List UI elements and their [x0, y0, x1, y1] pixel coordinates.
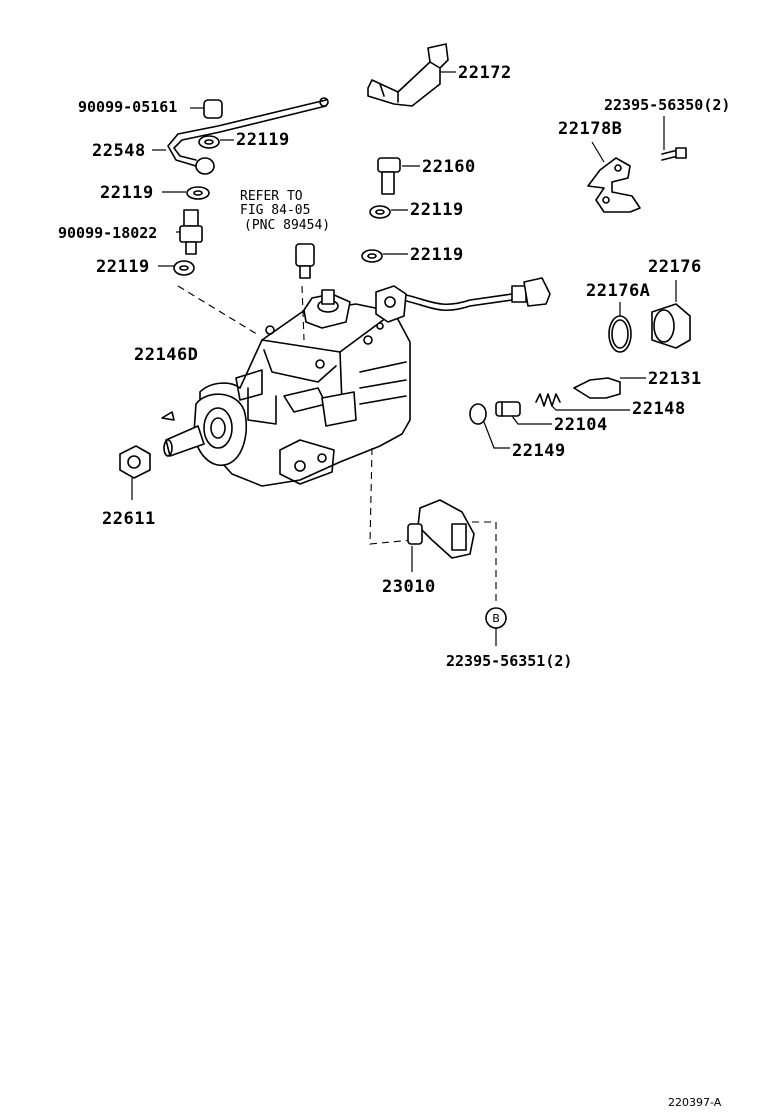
washer-22119-e: [158, 260, 195, 276]
label-22176a: 22176A: [586, 281, 650, 301]
cap-22149: [469, 403, 510, 449]
label-22172: 22172: [458, 63, 512, 83]
sensor-23010: [407, 499, 475, 572]
piston-22104: [495, 401, 552, 425]
label-22611: 22611: [102, 509, 156, 529]
label-90099-18022: 90099-18022: [58, 224, 157, 242]
bolt-22160: [377, 157, 420, 195]
spring-22148: [535, 393, 630, 411]
label-22146d: 22146D: [134, 345, 198, 365]
figure-code: 220397-A: [668, 1096, 722, 1109]
plunger-22131: [573, 377, 646, 399]
washer-22119-d: [361, 249, 408, 263]
label-90099-05161: 90099-05161: [78, 98, 177, 116]
washer-22119-c: [162, 186, 210, 200]
nut-22176: [651, 280, 691, 349]
oring-22176a: [608, 302, 632, 353]
refer-line-1: REFER TO: [240, 189, 303, 204]
refer-line-3: (PNC 89454): [244, 218, 330, 233]
label-22149: 22149: [512, 441, 566, 461]
injection-pump-body: [163, 285, 411, 487]
label-23010: 23010: [382, 577, 436, 597]
label-22119-d: 22119: [410, 245, 464, 265]
label-22119-e: 22119: [96, 257, 150, 277]
pipe-22548: [152, 97, 329, 175]
label-22131: 22131: [648, 369, 702, 389]
label-22119-a: 22119: [236, 130, 290, 150]
refer-note: REFER TO FIG 84-05 (PNC 89454): [240, 189, 330, 233]
key-22146d: [161, 411, 175, 421]
bracket-22172: [367, 43, 456, 107]
bracket-22178b: [587, 141, 641, 213]
refer-line-2: FIG 84-05: [240, 203, 310, 218]
bolt-22395-56350: [661, 116, 687, 161]
fitting-90099-18022: [176, 209, 203, 255]
sensor-89454: [295, 243, 315, 279]
label-22148: 22148: [632, 399, 686, 419]
label-22395-56351: 22395-56351(2): [446, 652, 572, 670]
nut-22611: [119, 445, 151, 500]
label-22395-56350: 22395-56350(2): [604, 96, 730, 114]
clamp-90099-05161: [190, 99, 223, 119]
label-22178b: 22178B: [558, 119, 622, 139]
label-22119-c: 22119: [100, 183, 154, 203]
marker-b: B: [485, 607, 507, 646]
wire-harness: [401, 277, 551, 312]
label-22160: 22160: [422, 157, 476, 177]
washer-22119-a: [198, 135, 234, 149]
label-22548: 22548: [92, 141, 146, 161]
label-22119-b: 22119: [410, 200, 464, 220]
assembly-lines: [177, 285, 497, 602]
marker-b-text: B: [492, 612, 500, 625]
label-22176: 22176: [648, 257, 702, 277]
washer-22119-b: [369, 205, 408, 219]
label-22104: 22104: [554, 415, 608, 435]
